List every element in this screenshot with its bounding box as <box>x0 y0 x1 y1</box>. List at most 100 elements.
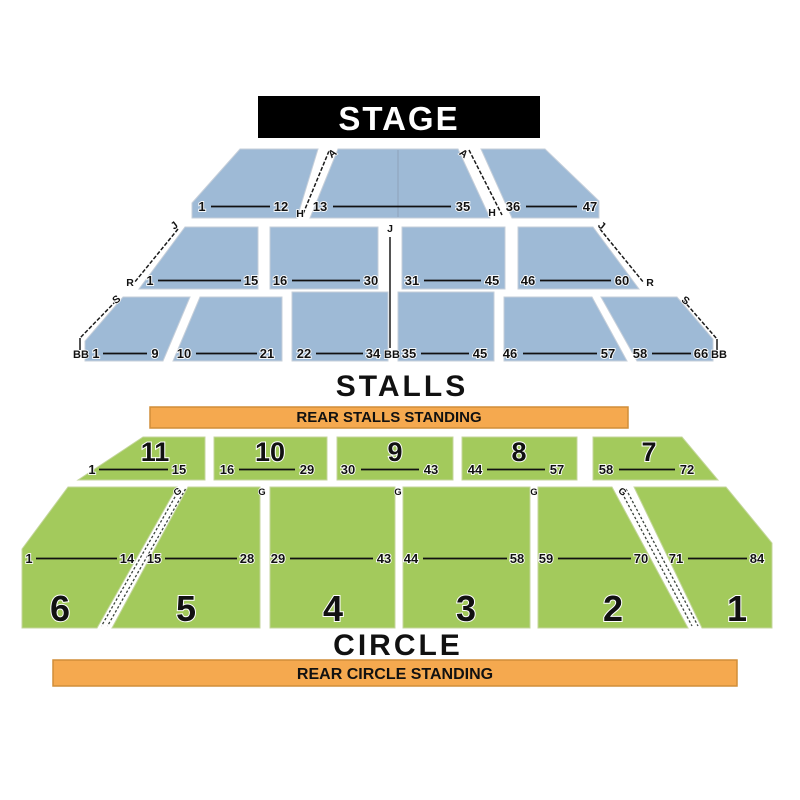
seat-number: 59 <box>539 551 553 566</box>
aisle-stairs <box>133 228 179 284</box>
seat-number: 72 <box>680 462 694 477</box>
row-label-h: H <box>296 208 304 220</box>
seat-number: 1 <box>92 346 99 361</box>
circle-title: CIRCLE <box>333 629 463 662</box>
section-number: 8 <box>511 437 526 467</box>
seat-number: 71 <box>669 551 683 566</box>
seat-number: 47 <box>583 199 597 214</box>
seat-number: 14 <box>120 551 135 566</box>
rear-circle-standing[interactable] <box>52 659 738 687</box>
seat-number: 43 <box>424 462 438 477</box>
row-label-g: G <box>394 487 401 498</box>
aisle-stairs <box>468 149 503 216</box>
stalls-section-58-66[interactable] <box>600 296 714 362</box>
stalls-section-36-47[interactable] <box>480 148 600 219</box>
section-number: 1 <box>727 588 747 629</box>
aisle-stairs <box>100 488 181 627</box>
seat-number: 58 <box>633 346 647 361</box>
seat-number: 30 <box>341 462 355 477</box>
aisle-stairs <box>599 228 645 284</box>
seat-number: 57 <box>550 462 564 477</box>
section-number: 5 <box>176 588 196 629</box>
section-number: 6 <box>50 588 70 629</box>
stage-label: STAGE <box>338 100 459 137</box>
stalls-section-46-60[interactable] <box>517 226 640 290</box>
section-number: 11 <box>141 437 170 467</box>
stalls-section-22-34[interactable] <box>291 291 389 362</box>
seat-number: 16 <box>220 462 234 477</box>
seat-number: 1 <box>198 199 205 214</box>
seat-number: 57 <box>601 346 615 361</box>
seat-number: 13 <box>313 199 327 214</box>
stalls-section-31-45[interactable] <box>401 226 506 290</box>
aisle-stairs <box>106 488 187 627</box>
seat-number: 46 <box>503 346 517 361</box>
seat-number: 35 <box>402 346 416 361</box>
stalls-section-13-35[interactable] <box>309 148 491 219</box>
section-number: 9 <box>387 437 402 467</box>
seat-number: 31 <box>405 273 419 288</box>
stalls-section-46-57[interactable] <box>503 296 628 362</box>
seat-number: 1 <box>146 273 153 288</box>
seat-number: 45 <box>473 346 487 361</box>
row-label-j: J <box>387 223 393 235</box>
stalls-title: STALLS <box>336 370 468 403</box>
seat-number: 29 <box>271 551 285 566</box>
seat-number: 46 <box>521 273 535 288</box>
seat-number: 84 <box>750 551 765 566</box>
circle-section-1[interactable] <box>633 486 773 629</box>
row-label-g: G <box>530 487 537 498</box>
aisle-stairs <box>619 488 693 627</box>
seat-number: 66 <box>694 346 708 361</box>
rear-circle-standing-label: REAR CIRCLE STANDING <box>297 666 493 683</box>
stage <box>258 96 540 138</box>
circle-section-4[interactable] <box>269 486 396 629</box>
seat-number: 60 <box>615 273 629 288</box>
rear-stalls-standing[interactable] <box>149 406 629 429</box>
seat-number: 1 <box>88 462 95 477</box>
seat-number: 22 <box>297 346 311 361</box>
section-number: 10 <box>255 437 285 467</box>
section-number: 7 <box>641 437 656 467</box>
aisle-stairs <box>625 488 699 627</box>
row-label-h: H <box>488 207 496 219</box>
seat-number: 29 <box>300 462 314 477</box>
seat-number: 45 <box>485 273 499 288</box>
seat-number: 10 <box>177 346 191 361</box>
row-label-r: R <box>646 277 654 289</box>
circle-section-6[interactable] <box>21 486 178 629</box>
aisle-stairs <box>79 300 117 339</box>
circle-section-5[interactable] <box>111 486 261 629</box>
seat-number: 44 <box>404 551 419 566</box>
seat-number: 35 <box>456 199 470 214</box>
rear-stalls-standing-label: REAR STALLS STANDING <box>296 409 481 426</box>
row-label-g: G <box>258 487 265 498</box>
stalls-section-1-9[interactable] <box>84 296 191 362</box>
stalls-section-16-30[interactable] <box>269 226 379 290</box>
seat-number: 16 <box>273 273 287 288</box>
seat-number: 15 <box>147 551 161 566</box>
circle-section-3[interactable] <box>402 486 531 629</box>
seat-number: 70 <box>634 551 648 566</box>
seat-number: 21 <box>260 346 274 361</box>
seat-number: 36 <box>506 199 520 214</box>
seat-number: 15 <box>172 462 186 477</box>
stalls-section-1-12[interactable] <box>191 148 319 219</box>
seat-number: 58 <box>599 462 613 477</box>
circle-section-2[interactable] <box>537 486 689 629</box>
seat-number: 44 <box>468 462 483 477</box>
seat-number: 9 <box>151 346 158 361</box>
seat-number: 34 <box>366 346 381 361</box>
seat-number: 30 <box>364 273 378 288</box>
row-label-r: R <box>126 277 134 289</box>
row-label-bb: BB <box>384 349 400 361</box>
seat-number: 12 <box>274 199 288 214</box>
section-number: 2 <box>603 588 623 629</box>
row-label-bb: BB <box>73 349 89 361</box>
stalls-section-1-15[interactable] <box>138 226 259 290</box>
seat-number: 1 <box>25 551 32 566</box>
stalls-section-10-21[interactable] <box>172 296 283 362</box>
aisle-stairs <box>682 299 718 340</box>
stalls-section-35-45[interactable] <box>397 291 495 362</box>
